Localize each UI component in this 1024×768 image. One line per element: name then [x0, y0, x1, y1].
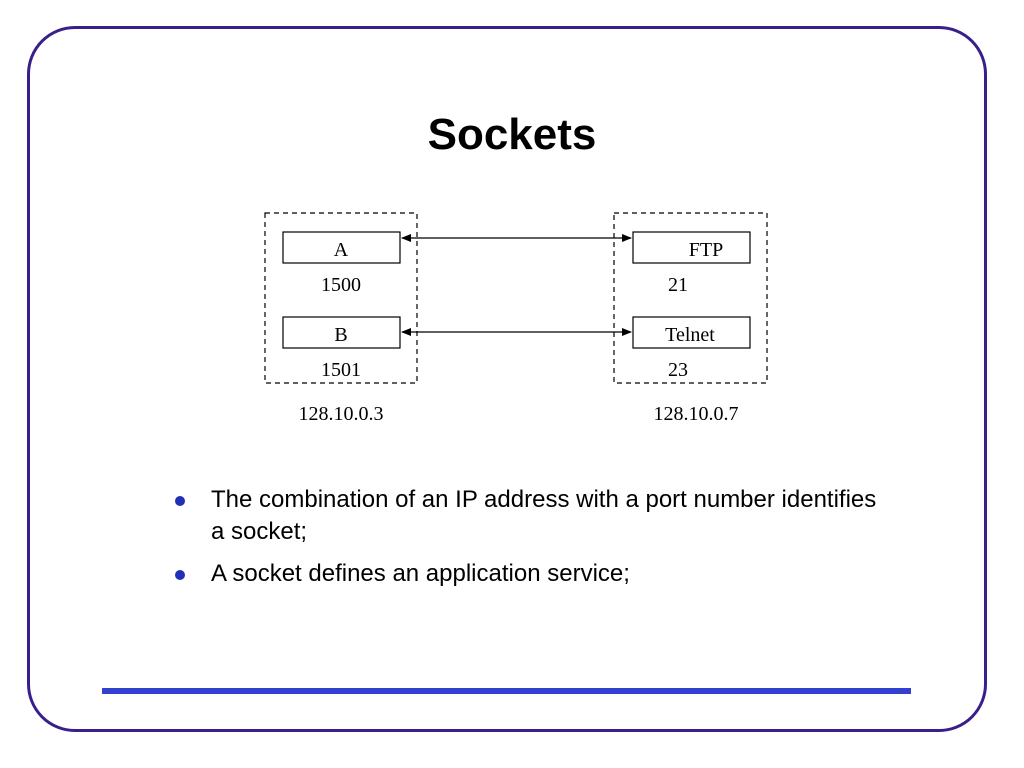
process-box-telnet [632, 316, 751, 349]
bullet-list: The combination of an IP address with a … [175, 484, 895, 600]
bullet-text: A socket defines an application service; [211, 560, 630, 587]
port-label-21: 21 [668, 274, 688, 296]
bullet-item: The combination of an IP address with a … [175, 484, 895, 548]
process-label-ftp: FTP [689, 239, 723, 261]
bullet-text: The combination of an IP address with a … [211, 486, 877, 545]
port-label-23: 23 [668, 359, 688, 381]
process-box-ftp [632, 231, 751, 264]
process-label-b: B [334, 324, 347, 346]
footer-bar [102, 688, 911, 694]
bullet-dot-icon [175, 496, 185, 506]
process-box-a [282, 231, 401, 264]
bullet-item: A socket defines an application service; [175, 558, 895, 590]
process-label-telnet: Telnet [665, 324, 715, 346]
left-host-boundary [264, 212, 418, 384]
right-host-ip: 128.10.0.7 [654, 403, 739, 425]
left-host-ip: 128.10.0.3 [299, 403, 384, 425]
process-box-b [282, 316, 401, 349]
slide-title: Sockets [427, 110, 597, 159]
port-label-1501: 1501 [321, 359, 361, 381]
process-label-a: A [334, 239, 349, 261]
right-host-boundary [613, 212, 768, 384]
bullet-dot-icon [175, 570, 185, 580]
port-label-1500: 1500 [321, 274, 361, 296]
slide-frame [27, 26, 987, 732]
